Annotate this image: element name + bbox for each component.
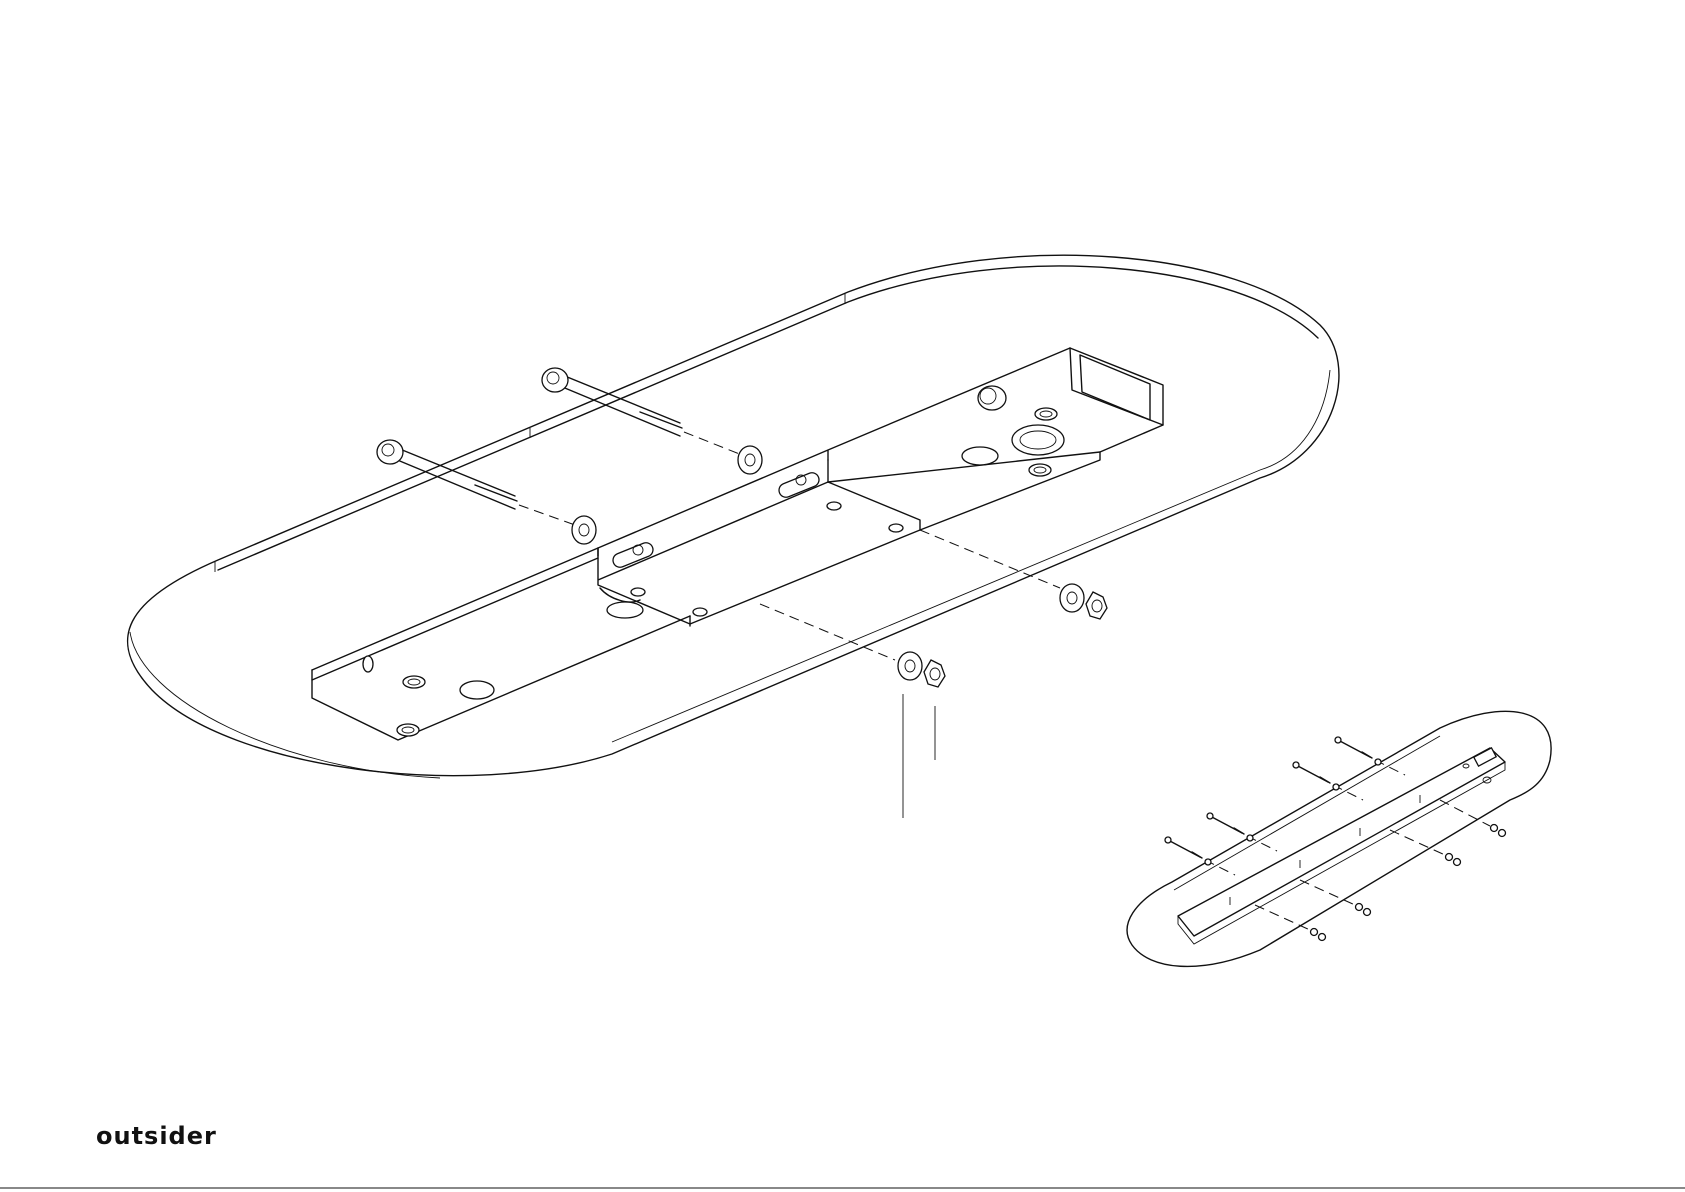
tabletop [128,255,1339,778]
overview-view [1127,711,1551,966]
nut [1491,825,1506,837]
washer [898,652,922,680]
washer [1205,859,1211,865]
washer [1060,584,1084,612]
washer [572,516,596,544]
washer [738,446,762,474]
brand-logo: outsider [96,1122,217,1150]
washer [1333,784,1339,790]
washer [1375,759,1381,765]
bolt [542,368,742,455]
bolt [1207,813,1277,851]
bolt [377,440,575,525]
bolt [1335,737,1405,775]
nut [1086,592,1107,619]
support-rail [312,348,1163,740]
support-rail [1178,748,1505,944]
nut [924,660,945,687]
washer [1247,835,1253,841]
main-view [128,255,1339,818]
nut [1356,904,1371,916]
bolt [1165,837,1235,875]
nut [1311,929,1326,941]
nut [1446,854,1461,866]
bolt [1293,762,1363,800]
